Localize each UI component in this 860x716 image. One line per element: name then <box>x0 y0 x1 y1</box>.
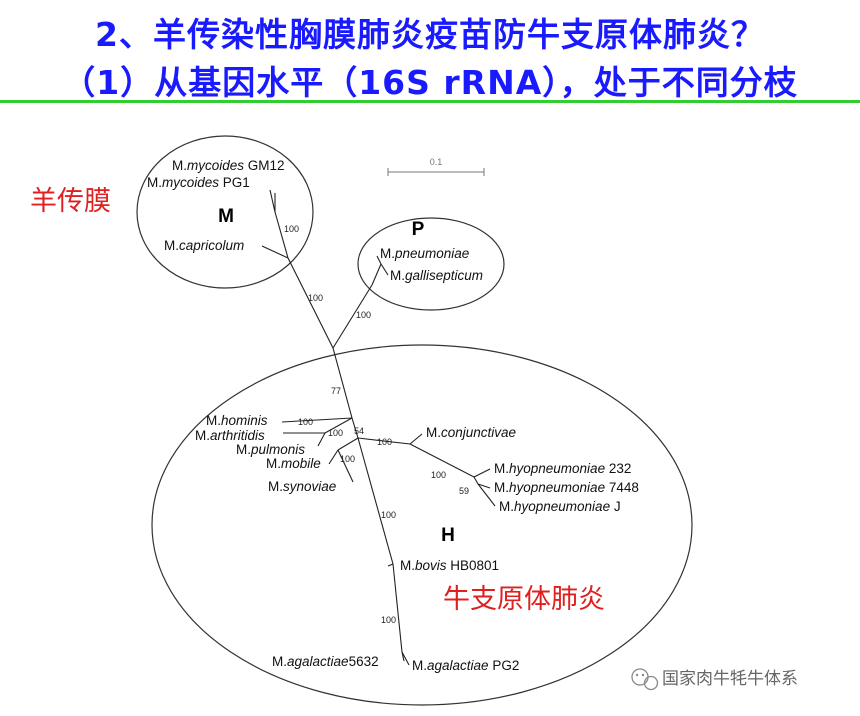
watermark-text: 国家肉牛牦牛体系 <box>662 669 798 689</box>
taxon-hyopneumoniae-7448: M.hyopneumoniae 7448 <box>494 480 639 495</box>
slide-title-line1: 2、羊传染性胸膜肺炎疫苗防牛支原体肺炎？ <box>95 15 765 54</box>
h-group-chinese-label: 牛支原体肺炎 <box>443 584 605 615</box>
taxon-mobile: M.mobile <box>266 456 321 471</box>
taxon-pneumoniae: M.pneumoniae <box>380 246 469 261</box>
p-clade-ellipse <box>357 217 505 311</box>
scale-bar: 0.1 <box>387 157 485 176</box>
taxon-hyopneumoniae-232: M.hyopneumoniae 232 <box>494 461 631 476</box>
bootstrap-mobile: 100 <box>340 454 355 464</box>
bootstrap-arthritidis: 100 <box>328 428 343 438</box>
bootstrap-root: 77 <box>331 386 341 396</box>
watermark: 国家肉牛牦牛体系 <box>631 668 798 691</box>
taxon-pulmonis: M.pulmonis <box>236 442 305 457</box>
title-divider <box>0 100 860 103</box>
m-group-chinese-label: 羊传膜 <box>30 186 111 217</box>
taxon-hominis: M.hominis <box>206 413 268 428</box>
taxon-conjunctivae: M.conjunctivae <box>426 425 516 440</box>
bootstrap-node-54: 54 <box>354 426 364 436</box>
tree-branches <box>261 189 496 666</box>
bootstrap-m-stem: 100 <box>308 293 323 303</box>
taxon-mycoides-pg1: M.mycoides PG1 <box>147 175 250 190</box>
taxon-gallisepticum: M.gallisepticum <box>390 268 483 283</box>
m-clade-ellipse <box>136 135 314 289</box>
h-clade-ellipse <box>151 344 693 706</box>
bootstrap-hyo-clade: 100 <box>431 470 446 480</box>
bootstrap-bovis-stem: 100 <box>381 510 396 520</box>
p-group-label: P <box>412 219 425 240</box>
bootstrap-hyo-inner: 59 <box>459 486 469 496</box>
slide-title-line2: （1）从基因水平（16S rRNA），处于不同分枝 <box>62 63 798 102</box>
taxon-agalactiae-pg2: M.agalactiae PG2 <box>412 658 519 673</box>
h-group-label: H <box>441 525 455 546</box>
taxon-agalactiae-5632: M.agalactiae5632 <box>272 654 379 669</box>
bootstrap-agalactiae-stem: 100 <box>381 615 396 625</box>
bootstrap-p-stem: 100 <box>356 310 371 320</box>
taxon-arthritidis: M.arthritidis <box>195 428 265 443</box>
m-group-label: M <box>218 206 234 227</box>
bootstrap-hominis: 100 <box>298 417 313 427</box>
taxon-mycoides-gm12: M.mycoides GM12 <box>172 158 285 173</box>
taxon-synoviae: M.synoviae <box>268 479 336 494</box>
bootstrap-m-clade: 100 <box>284 224 299 234</box>
taxon-bovis-hb0801: M.bovis HB0801 <box>400 558 499 573</box>
taxon-hyopneumoniae-j: M.hyopneumoniae J <box>499 499 621 514</box>
scale-bar-label: 0.1 <box>430 157 443 167</box>
bootstrap-conjunctivae: 100 <box>377 437 392 447</box>
taxon-capricolum: M.capricolum <box>164 238 244 253</box>
wechat-icon <box>631 668 659 691</box>
